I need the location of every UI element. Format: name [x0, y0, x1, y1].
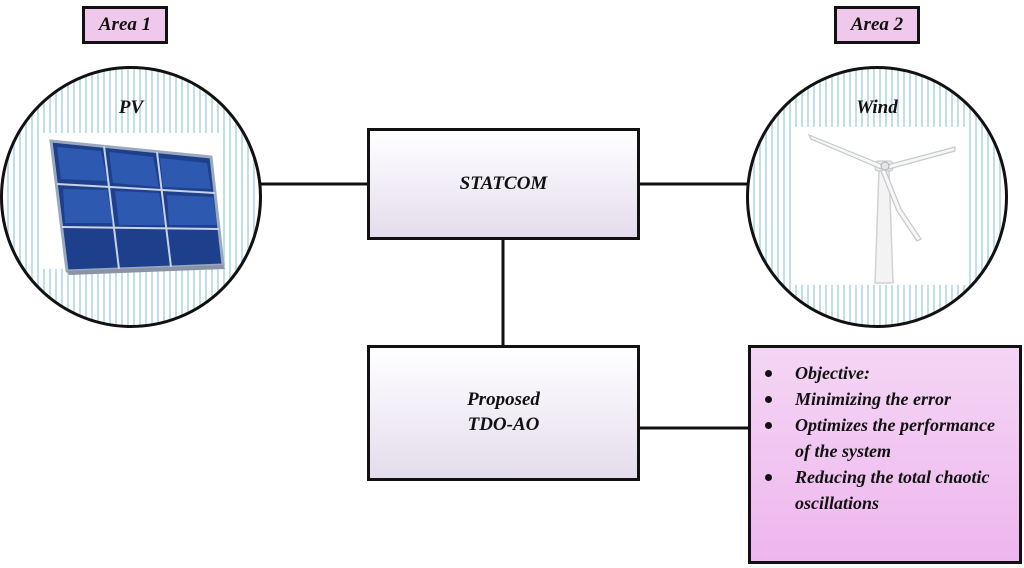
controller-block: Proposed TDO-AO — [367, 345, 640, 481]
area-1-text: Area 1 — [98, 14, 152, 35]
objective-item: Reducing the total chaotic oscillations — [765, 464, 1013, 516]
wind-title: Wind — [856, 97, 898, 118]
controller-line-1: Proposed — [467, 389, 540, 411]
objective-item: Objective: — [765, 360, 1013, 386]
objectives-box: Objective: Minimizing the error Optimize… — [748, 345, 1022, 564]
controller-line-2: TDO-AO — [467, 414, 540, 435]
objectives-list: Objective: Minimizing the error Optimize… — [751, 348, 1019, 516]
statcom-label: STATCOM — [459, 172, 548, 194]
wind-node: Wind — [746, 66, 1008, 328]
objective-item: Optimizes the performance of the system — [765, 412, 1013, 464]
statcom-block: STATCOM — [367, 128, 640, 240]
pv-node: PV — [0, 66, 262, 328]
area-2-label: Area 2 — [834, 6, 920, 44]
wind-turbine-icon — [793, 127, 965, 285]
objective-item: Minimizing the error — [765, 386, 1013, 412]
pv-title: PV — [118, 97, 144, 118]
area-1-label: Area 1 — [82, 6, 168, 44]
area-2-text: Area 2 — [850, 14, 904, 35]
solar-panel-icon — [43, 133, 225, 275]
